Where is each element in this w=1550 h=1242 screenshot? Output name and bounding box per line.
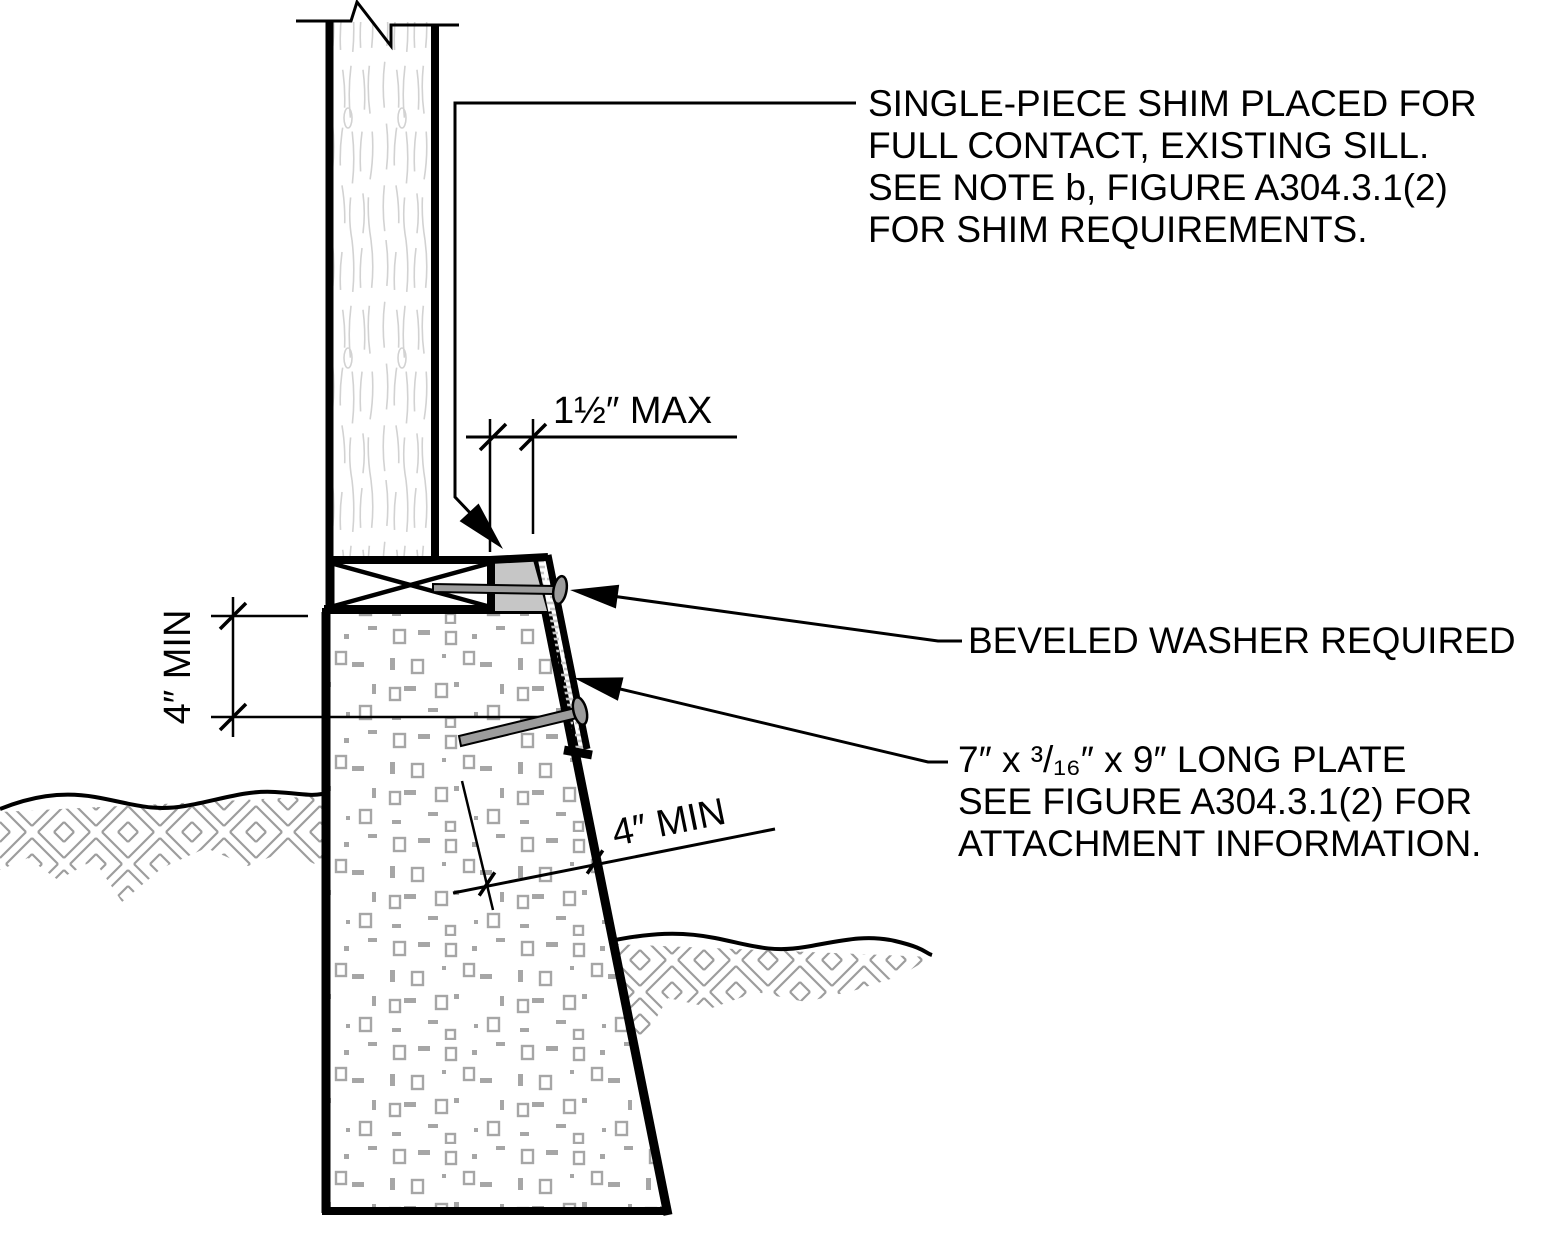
- leader-line: [611, 594, 962, 643]
- note-shim: SINGLE-PIECE SHIM PLACED FOR FULL CONTAC…: [868, 83, 1477, 250]
- dimension-line: [452, 827, 776, 895]
- leader-washer-note: [570, 584, 962, 643]
- note-plate: 7″ x ³/₁₆″ x 9″ LONG PLATE SEE FIGURE A3…: [958, 739, 1481, 864]
- tick-mark: [478, 422, 508, 452]
- lower-anchor-bolt: [457, 696, 589, 748]
- dimension-label-shim-offset: 1½″ MAX: [553, 390, 712, 432]
- leader-plate-note: [574, 677, 948, 764]
- dimension-label-bolt-depth: 4″ MIN: [157, 610, 199, 725]
- dimension-label-bolt-embed: 4″ MIN: [608, 791, 729, 855]
- dimension-shim-offset: [466, 419, 737, 552]
- tick-mark: [477, 871, 497, 897]
- sill-x-diagonal-2: [333, 561, 488, 609]
- grade-right: [609, 931, 933, 1046]
- arrowhead: [574, 677, 624, 701]
- note-plate-line2: SEE FIGURE A304.3.1(2) FOR: [958, 781, 1472, 822]
- plate-bottom-cap: [563, 745, 593, 760]
- grade-line-left: [0, 789, 323, 811]
- dimension-bolt-embed: [452, 780, 776, 911]
- arrowhead: [459, 503, 503, 549]
- grade-line-right: [609, 931, 933, 957]
- leader-shim-note: [453, 101, 856, 549]
- earth-hatch-left: [0, 796, 322, 902]
- note-shim-line1: SINGLE-PIECE SHIM PLACED FOR: [868, 83, 1477, 124]
- earth-hatch-right: [612, 944, 932, 1046]
- dimension-bolt-depth: [211, 597, 308, 737]
- note-plate-line3: ATTACHMENT INFORMATION.: [958, 823, 1481, 864]
- wood-grain-fill: [333, 22, 432, 560]
- tick-mark: [218, 702, 248, 732]
- arrowhead: [570, 584, 620, 609]
- note-shim-line3: SEE NOTE b, FIGURE A304.3.1(2): [868, 167, 1448, 208]
- break-line: [296, 0, 459, 51]
- concrete-fill: [322, 612, 668, 1215]
- bolt-shank: [432, 582, 555, 596]
- tick-mark: [585, 849, 605, 875]
- tick-mark: [518, 422, 548, 452]
- sill-plate: [324, 553, 549, 613]
- grade-left: [0, 789, 323, 902]
- top-anchor-bolt: [432, 574, 569, 606]
- shim-top-edge: [489, 553, 549, 564]
- note-shim-line2: FULL CONTACT, EXISTING SILL.: [868, 125, 1429, 166]
- note-plate-line1: 7″ x ³/₁₆″ x 9″ LONG PLATE: [958, 739, 1406, 780]
- beveled-washer: [551, 574, 569, 606]
- leader-line: [615, 686, 948, 764]
- leader-line: [453, 101, 856, 519]
- bolt-head-washer: [571, 696, 589, 726]
- wood-stud-wall: [296, 0, 459, 560]
- extension-line: [460, 780, 495, 911]
- note-shim-line4: FOR SHIM REQUIREMENTS.: [868, 209, 1368, 250]
- tick-mark: [218, 601, 248, 631]
- concrete-foundation: [322, 612, 668, 1215]
- note-washer: BEVELED WASHER REQUIRED: [968, 620, 1516, 661]
